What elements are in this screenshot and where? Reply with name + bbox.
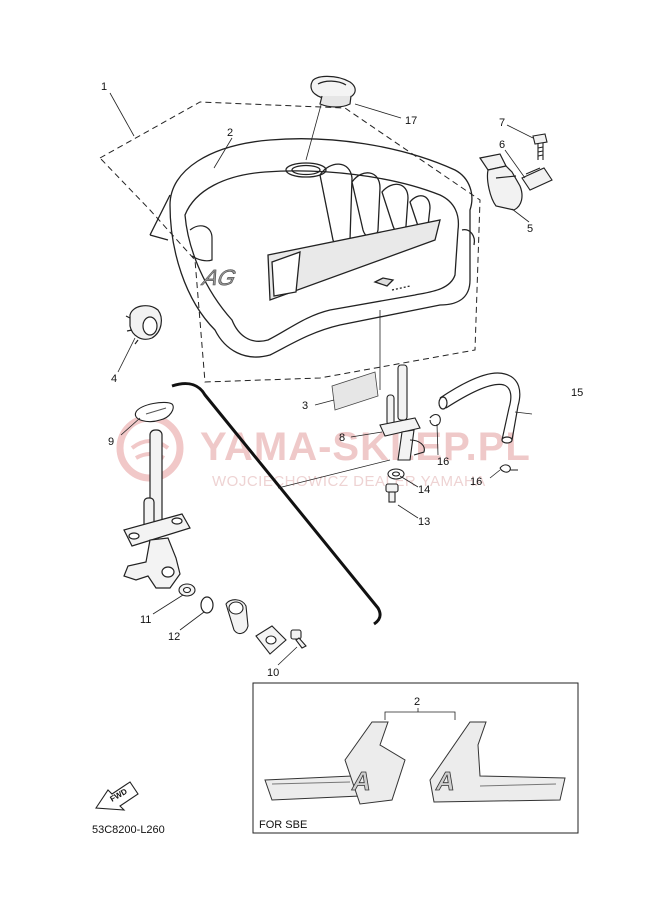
screw-13 (385, 483, 399, 503)
callout-14: 14 (418, 484, 430, 496)
filter-cup (225, 599, 249, 635)
inset-callout-2: 2 (414, 696, 420, 708)
callout-15: 15 (571, 387, 583, 399)
diagram-code: 53C8200-L260 (92, 824, 165, 836)
grommet (125, 305, 162, 345)
inset-graphic-right: A (429, 721, 566, 803)
detail-bracket-line (171, 382, 382, 626)
inset-logo-right: A (435, 766, 455, 796)
fuel-cock-small (379, 364, 425, 461)
hose-clip-16b (499, 464, 518, 473)
callout-4: 4 (111, 373, 117, 385)
watermark: YAMA-SKLEP.PL WOJCIECHOWICZ DEALER YAMAH… (116, 414, 531, 490)
inset-graphic-left: A (264, 721, 406, 805)
callout-10: 10 (267, 667, 279, 679)
callout-5: 5 (527, 223, 533, 235)
fuel-cock-detail (123, 429, 191, 589)
callout-8: 8 (339, 432, 345, 444)
fuel-tank: AG (149, 138, 476, 358)
leader-lines (109, 92, 534, 666)
callout-9: 9 (108, 436, 114, 448)
callout-13: 13 (418, 516, 430, 528)
o-ring-14 (387, 468, 405, 480)
watermark-subtitle: WOJCIECHOWICZ DEALER YAMAHA (212, 473, 486, 490)
inset-logo-left: A (351, 766, 371, 796)
fuel-filter-screen (134, 401, 174, 423)
callout-12: 12 (168, 631, 180, 643)
callout-2: 2 (227, 127, 233, 139)
callout-1: 1 (101, 81, 107, 93)
inset-label: FOR SBE (259, 819, 307, 831)
tank-graphic-logo: AG (198, 265, 238, 290)
screw-10 (290, 629, 307, 649)
callout-3: 3 (302, 400, 308, 412)
inset-box: 2 A A FOR SBE (252, 682, 579, 834)
gasket-11 (178, 583, 196, 597)
callout-16a: 16 (437, 456, 449, 468)
o-ring-12 (200, 596, 214, 614)
watermark-title: YAMA-SKLEP.PL (200, 425, 531, 469)
plate-gasket (255, 625, 287, 655)
hose-clip-16a (429, 413, 441, 427)
fwd-arrow: FWD (95, 781, 139, 811)
callout-17: 17 (405, 115, 417, 127)
caution-label (331, 371, 379, 411)
callout-6: 6 (499, 139, 505, 151)
callout-11: 11 (140, 614, 151, 626)
fuel-hose (438, 372, 521, 444)
callout-16b: 16 (470, 476, 482, 488)
callout-7: 7 (499, 117, 505, 129)
fuel-cap (310, 75, 356, 108)
bracket-plate (521, 167, 553, 191)
callouts: 1 2 3 4 5 6 7 8 9 10 11 12 13 14 15 16 1… (101, 81, 583, 679)
mounting-bracket (479, 153, 523, 211)
bolt-7 (532, 133, 548, 160)
